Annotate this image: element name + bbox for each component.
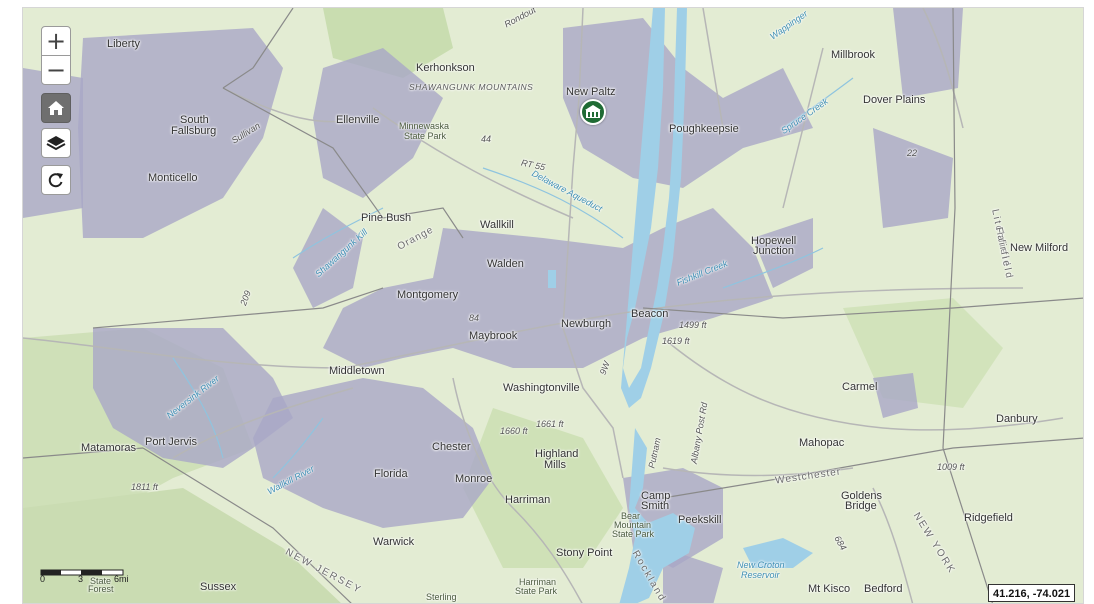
label-hopewell-2: Junction: [753, 245, 794, 257]
label-south-fallsburg-2: Fallsburg: [171, 125, 217, 137]
label-goldens-2: Bridge: [845, 500, 877, 512]
label-beacon: Beacon: [631, 308, 669, 320]
label-bedford: Bedford: [864, 583, 903, 595]
label-maybrook: Maybrook: [469, 330, 518, 342]
label-state-forest-1: State: [90, 576, 112, 586]
label-florida: Florida: [374, 468, 408, 480]
water-features: [548, 8, 813, 603]
zoom-out-label: −: [45, 56, 67, 84]
label-bear-mtn-1: Bear: [621, 511, 641, 521]
label-hopewell-1: Hopewell: [751, 235, 797, 247]
scale-label-3: 3: [78, 574, 84, 584]
layers-icon: [46, 136, 66, 151]
label-mt-kisco: Mt Kisco: [808, 583, 851, 595]
label-minnewaska-2: State Park: [404, 131, 447, 141]
label-monticello: Monticello: [148, 172, 198, 184]
label-stony-point: Stony Point: [556, 547, 613, 559]
label-kerhonkson: Kerhonkson: [416, 62, 475, 74]
label-harriman: Harriman: [505, 494, 551, 506]
label-goldens-1: Goldens: [841, 490, 882, 502]
label-new-croton-1: New Croton: [737, 560, 785, 570]
label-elev-1660: 1660 ft: [500, 426, 528, 436]
scale-label-0: 0: [40, 574, 46, 584]
label-highland-mills-2: Mills: [544, 459, 566, 471]
label-washingtonville: Washingtonville: [503, 382, 580, 394]
label-elev-1661: 1661 ft: [536, 419, 564, 429]
label-liberty: Liberty: [107, 38, 141, 50]
label-new-milford: New Milford: [1010, 242, 1069, 254]
building-icon: [585, 105, 601, 118]
label-ellenville: Ellenville: [336, 114, 380, 126]
label-monroe: Monroe: [455, 473, 493, 485]
label-camp-smith-2: Smith: [641, 500, 670, 512]
label-new-paltz: New Paltz: [566, 86, 616, 98]
label-shawangunk-mountains: SHAWANGUNK MOUNTAINS: [409, 82, 534, 92]
label-wallkill: Wallkill: [480, 219, 514, 231]
scale-bar: 0 3 6mi: [40, 566, 129, 586]
home-button[interactable]: [41, 93, 71, 123]
label-poughkeepsie: Poughkeepsie: [669, 123, 739, 135]
layers-button[interactable]: [41, 128, 71, 158]
label-newburgh: Newburgh: [561, 318, 612, 330]
label-route-22: 22: [907, 148, 918, 158]
label-mahopac: Mahopac: [799, 437, 845, 449]
zoom-in-label: +: [45, 27, 67, 55]
label-sussex: Sussex: [200, 581, 237, 593]
label-chester: Chester: [432, 441, 471, 453]
label-port-jervis: Port Jervis: [145, 436, 197, 448]
scale-label-6: 6mi: [114, 574, 129, 584]
label-state-forest-2: Forest: [88, 584, 114, 594]
label-route-44: 44: [481, 134, 492, 144]
label-peekskill: Peekskill: [678, 514, 722, 526]
label-minnewaska-1: Minnewaska: [399, 121, 450, 131]
label-new-croton-2: Reservoir: [741, 570, 780, 580]
label-dover-plains: Dover Plains: [863, 94, 926, 106]
label-elev-1811: 1811 ft: [131, 482, 158, 492]
label-millbrook: Millbrook: [831, 49, 876, 61]
label-i84: 84: [469, 313, 480, 323]
label-harriman-sp-1: Harriman: [519, 577, 557, 587]
label-matamoras: Matamoras: [81, 442, 137, 454]
label-camp-smith-1: Camp: [641, 490, 671, 502]
label-montgomery: Montgomery: [397, 289, 459, 301]
label-carmel: Carmel: [842, 381, 878, 393]
label-ridgefield: Ridgefield: [964, 512, 1013, 524]
label-middletown: Middletown: [329, 365, 385, 377]
label-south-fallsburg-1: South: [180, 114, 209, 126]
home-icon: [48, 101, 64, 115]
label-walden: Walden: [487, 258, 524, 270]
label-bear-mtn-2: Mountain: [614, 520, 652, 530]
shaded-areas: [23, 8, 963, 603]
label-highland-mills-1: Highland: [535, 448, 579, 460]
refresh-button[interactable]: [41, 165, 71, 195]
zoom-out-button[interactable]: −: [41, 55, 71, 85]
coordinate-readout: 41.216, -74.021: [988, 584, 1076, 602]
location-marker[interactable]: [580, 99, 606, 125]
basemap: [23, 8, 1083, 603]
label-danbury: Danbury: [996, 413, 1038, 425]
label-harriman-sp-2: State Park: [515, 586, 558, 596]
label-bear-mtn-3: State Park: [612, 529, 655, 539]
label-elev-1009: 1009 ft: [937, 462, 965, 472]
zoom-in-button[interactable]: +: [41, 26, 71, 56]
label-sterling: Sterling: [426, 592, 457, 602]
scale-bar-graphic: [40, 569, 124, 576]
label-warwick: Warwick: [373, 536, 415, 548]
refresh-icon: [48, 173, 63, 188]
label-pine-bush: Pine Bush: [361, 212, 412, 224]
label-elev-1619: 1619 ft: [662, 336, 690, 346]
label-elev-1499: 1499 ft: [679, 320, 707, 330]
map-view[interactable]: Liberty Kerhonkson SHAWANGUNK MOUNTAINS …: [22, 7, 1084, 604]
